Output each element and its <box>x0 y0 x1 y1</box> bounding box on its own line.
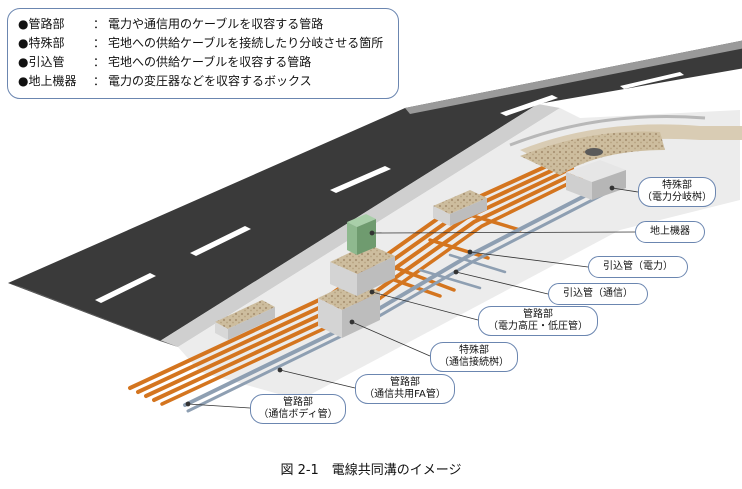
legend-colon: ： <box>92 17 105 31</box>
power-branch-box <box>520 131 665 200</box>
legend-term: ●地上機器 <box>18 74 77 88</box>
callout-conduit-body: 管路部 （通信ボディ管） <box>250 394 346 424</box>
special-box-back <box>433 190 487 226</box>
callout-special-comm: 特殊部 （通信接続桝） <box>430 342 518 372</box>
ground-equipment-box <box>347 214 376 255</box>
legend-description: 電力や通信用のケーブルを収容する管路 <box>108 17 324 31</box>
legend-row: ●特殊部 ： 宅地への供給ケーブルを接続したり分岐させる箇所 <box>18 34 388 53</box>
legend-row: ●地上機器 ： 電力の変圧器などを収容するボックス <box>18 72 388 91</box>
callout-line: 引込管（通信） <box>563 288 633 299</box>
lane-marking <box>95 273 156 303</box>
callout-conduit-fa: 管路部 （通信共用FA管） <box>355 374 455 404</box>
legend-colon: ： <box>92 36 105 50</box>
legend-box: ●管路部 ： 電力や通信用のケーブルを収容する管路 ●特殊部 ： 宅地への供給ケ… <box>7 8 399 99</box>
special-box-comm-middle <box>318 280 380 338</box>
legend-row: ●管路部 ： 電力や通信用のケーブルを収容する管路 <box>18 15 388 34</box>
callout-line: 特殊部 <box>459 345 489 356</box>
legend-colon: ： <box>92 74 105 88</box>
callout-line: （通信ボディ管） <box>258 409 338 420</box>
callout-line: 管路部 <box>283 397 313 408</box>
power-conduits <box>128 158 586 406</box>
callout-service-comm: 引込管（通信） <box>548 283 648 305</box>
legend-term: ●特殊部 <box>18 36 65 50</box>
legend-description: 宅地への供給ケーブルを収容する管路 <box>108 55 312 69</box>
callout-service-power: 引込管（電力） <box>588 256 688 278</box>
callout-line: 地上機器 <box>650 226 690 237</box>
callout-conduit-power: 管路部 （電力高圧・低圧管） <box>478 306 598 336</box>
communication-conduits <box>183 186 606 413</box>
legend-term: ●引込管 <box>18 55 65 69</box>
lane-marking <box>330 166 391 193</box>
callout-line: （電力高圧・低圧管） <box>488 321 588 332</box>
figure-caption: 図 2-1 電線共同溝のイメージ <box>280 463 462 478</box>
callout-ground-equipment: 地上機器 <box>635 221 705 243</box>
leader-lines <box>185 185 639 409</box>
callout-line: （通信接続桝） <box>439 357 509 368</box>
callout-line: （通信共用FA管） <box>364 389 446 400</box>
callout-line: 特殊部 <box>662 180 692 191</box>
callout-special-power: 特殊部 （電力分岐桝） <box>638 177 716 207</box>
lane-marking <box>190 226 251 256</box>
lane-marking <box>500 95 558 116</box>
special-box-power <box>330 244 395 296</box>
callout-line: 引込管（電力） <box>603 261 673 272</box>
callout-line: （電力分岐桝） <box>642 192 712 203</box>
special-box-comm-front <box>215 300 275 340</box>
legend-row: ●引込管 ： 宅地への供給ケーブルを収容する管路 <box>18 53 388 72</box>
legend-description: 宅地への供給ケーブルを接続したり分岐させる箇所 <box>108 36 384 50</box>
lane-marking <box>620 72 684 89</box>
legend-term: ●管路部 <box>18 17 65 31</box>
legend-colon: ： <box>92 55 105 69</box>
legend-description: 電力の変圧器などを収容するボックス <box>108 74 312 88</box>
callout-line: 管路部 <box>390 377 420 388</box>
callout-line: 管路部 <box>523 309 553 320</box>
